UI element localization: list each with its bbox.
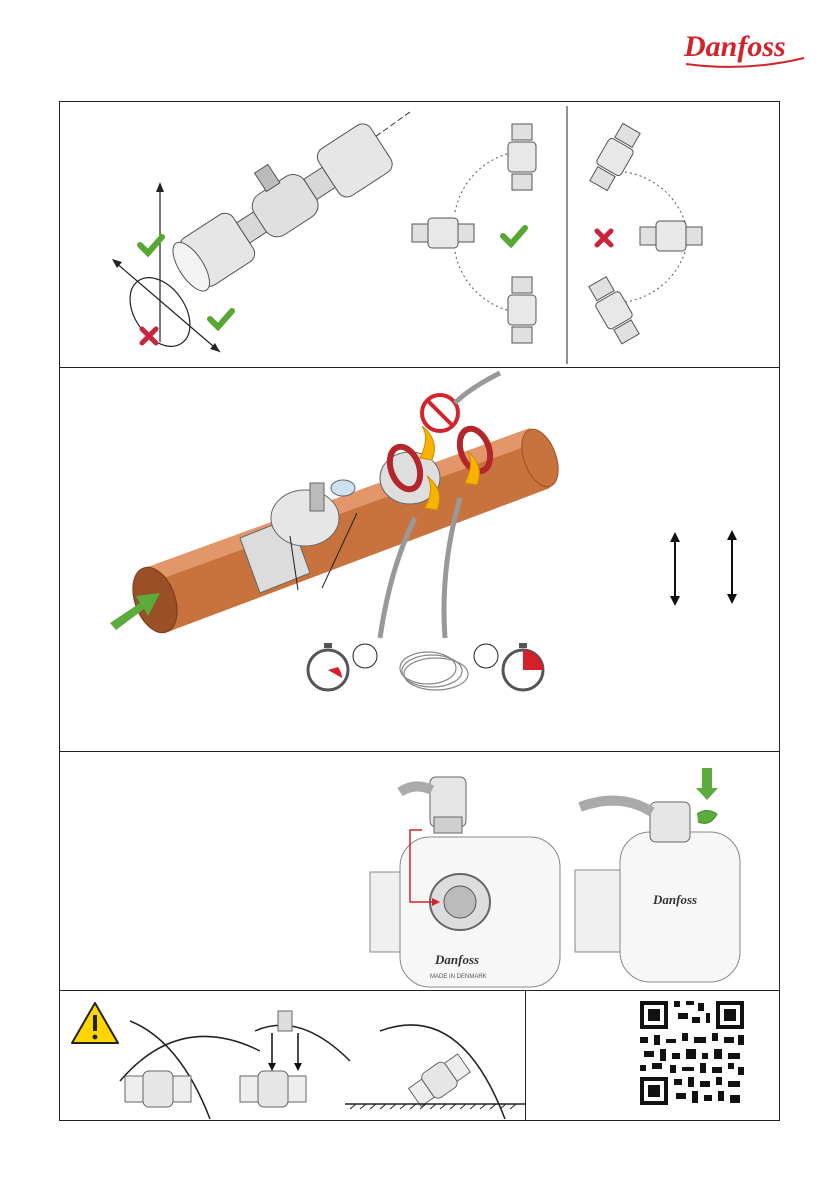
logo-wordmark: Danfoss xyxy=(683,30,786,63)
down-arrow-icon xyxy=(696,768,718,800)
connector-illustration: Danfoss MADE IN DENMARK Danfoss xyxy=(60,752,779,990)
stopwatch-icon xyxy=(308,643,348,690)
section-qr xyxy=(525,990,780,1121)
sensor-small xyxy=(406,1051,472,1110)
body-brand: Danfoss xyxy=(434,952,479,967)
double-arrow-icon xyxy=(727,530,737,604)
cross-icon xyxy=(142,329,156,343)
sensor-mounted-view: Danfoss xyxy=(575,801,740,982)
cross-icon xyxy=(597,231,611,245)
section-brazing xyxy=(59,367,780,752)
orientation-illustration xyxy=(60,102,779,367)
handling-warnings-illustration xyxy=(60,991,525,1120)
coiled-wire xyxy=(400,652,468,690)
warning-triangle-icon xyxy=(72,1003,118,1043)
copper-pipe xyxy=(125,424,566,638)
sensor-small xyxy=(240,1071,306,1107)
prohibition-icon xyxy=(422,395,458,431)
rotation-not-ok-diagram xyxy=(585,121,702,345)
double-arrow-icon xyxy=(670,532,680,606)
section-mounting-orientation xyxy=(59,101,780,368)
check-icon xyxy=(210,311,232,327)
section-connector: Danfoss MADE IN DENMARK Danfoss xyxy=(59,751,780,991)
check-icon xyxy=(140,237,162,253)
sensor-vertical-bottom xyxy=(508,277,536,343)
sensor-vertical-top xyxy=(508,124,536,190)
stopwatch-icon xyxy=(503,643,543,690)
danfoss-logo: Danfoss xyxy=(676,22,808,72)
body-brand-mounted: Danfoss xyxy=(652,892,697,907)
sensor-assembly-view xyxy=(157,107,396,297)
sensor-horizontal xyxy=(412,218,474,248)
rotate-arrow-icon xyxy=(697,811,717,824)
connector-plug xyxy=(400,777,466,833)
section-handling-warnings xyxy=(59,990,526,1121)
made-in-label: MADE IN DENMARK xyxy=(430,974,487,980)
brazing-illustration xyxy=(60,368,779,751)
check-icon xyxy=(503,228,525,244)
sensor-socket-view: Danfoss MADE IN DENMARK xyxy=(370,777,560,987)
rotation-ok-diagram xyxy=(412,124,536,343)
sensor-small xyxy=(125,1071,191,1107)
qr-code-icon xyxy=(526,991,779,1120)
